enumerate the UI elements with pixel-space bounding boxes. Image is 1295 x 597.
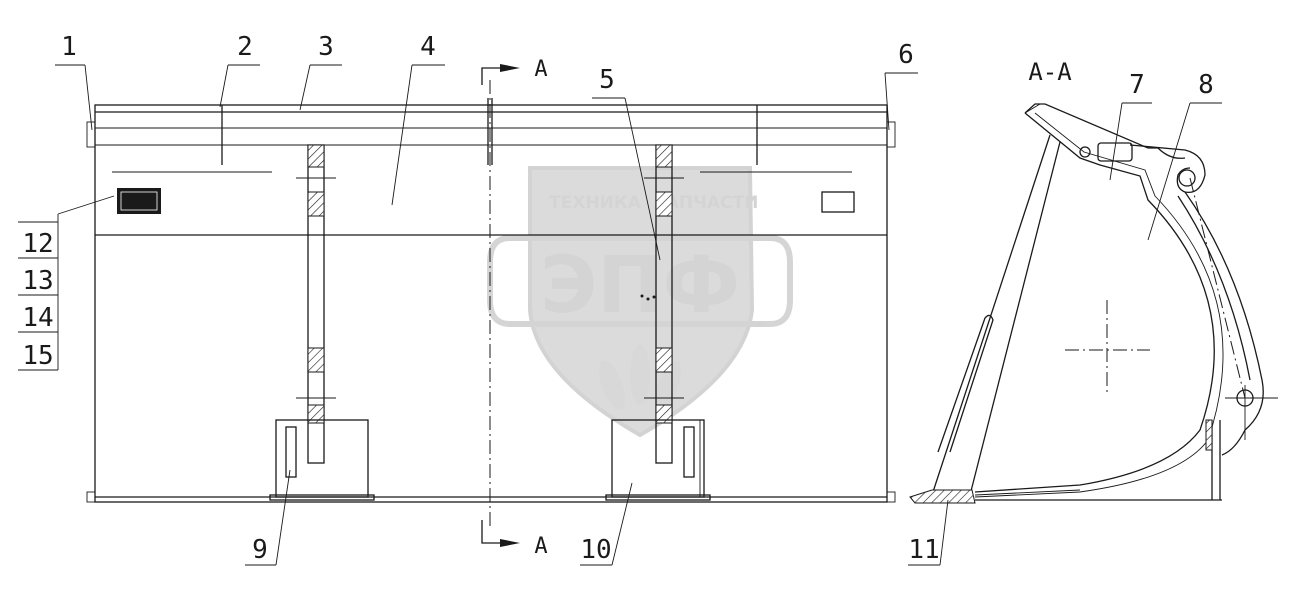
watermark-logo: ТЕХНИКА ЗАПЧАСТИ ЭПФ xyxy=(487,166,793,438)
callout-11: 11 xyxy=(908,535,939,565)
callout-15: 15 xyxy=(22,341,53,371)
callout-8: 8 xyxy=(1198,70,1214,100)
front-callouts: 1 2 3 4 5 6 9 10 12 13 14 15 xyxy=(18,32,918,566)
inspection-window xyxy=(821,191,855,213)
callout-2: 2 xyxy=(237,32,253,62)
callout-3: 3 xyxy=(318,32,334,62)
callout-14: 14 xyxy=(22,303,53,333)
section-arrow-label-bottom: A xyxy=(534,534,547,559)
callout-12: 12 xyxy=(22,229,53,259)
wheat-icon xyxy=(599,345,681,410)
callout-13: 13 xyxy=(22,266,53,296)
watermark-logo-text: ЭПФ xyxy=(540,241,740,331)
label-stack: 12 13 14 15 xyxy=(18,214,59,371)
front-view: A A xyxy=(86,57,896,559)
callout-7: 7 xyxy=(1129,70,1145,100)
section-view: A-A xyxy=(909,58,1278,504)
callout-4: 4 xyxy=(420,32,436,62)
watermark-text-right: ЗАПЧАСТИ xyxy=(654,193,759,213)
callout-9: 9 xyxy=(252,535,268,565)
watermark-text-left: ТЕХНИКА xyxy=(549,193,642,213)
section-view-title: A-A xyxy=(1028,58,1072,86)
section-callouts: 7 8 11 xyxy=(908,70,1222,566)
section-arrow-label-top: A xyxy=(534,57,547,82)
callout-10: 10 xyxy=(580,535,611,565)
right-bottom-bracket xyxy=(611,419,705,498)
left-bottom-bracket xyxy=(275,419,369,498)
watermark-oval xyxy=(487,235,793,327)
callout-6: 6 xyxy=(898,40,914,70)
callout-1: 1 xyxy=(61,32,77,62)
bucket-body-outline xyxy=(94,104,888,503)
callout-5: 5 xyxy=(599,65,615,95)
